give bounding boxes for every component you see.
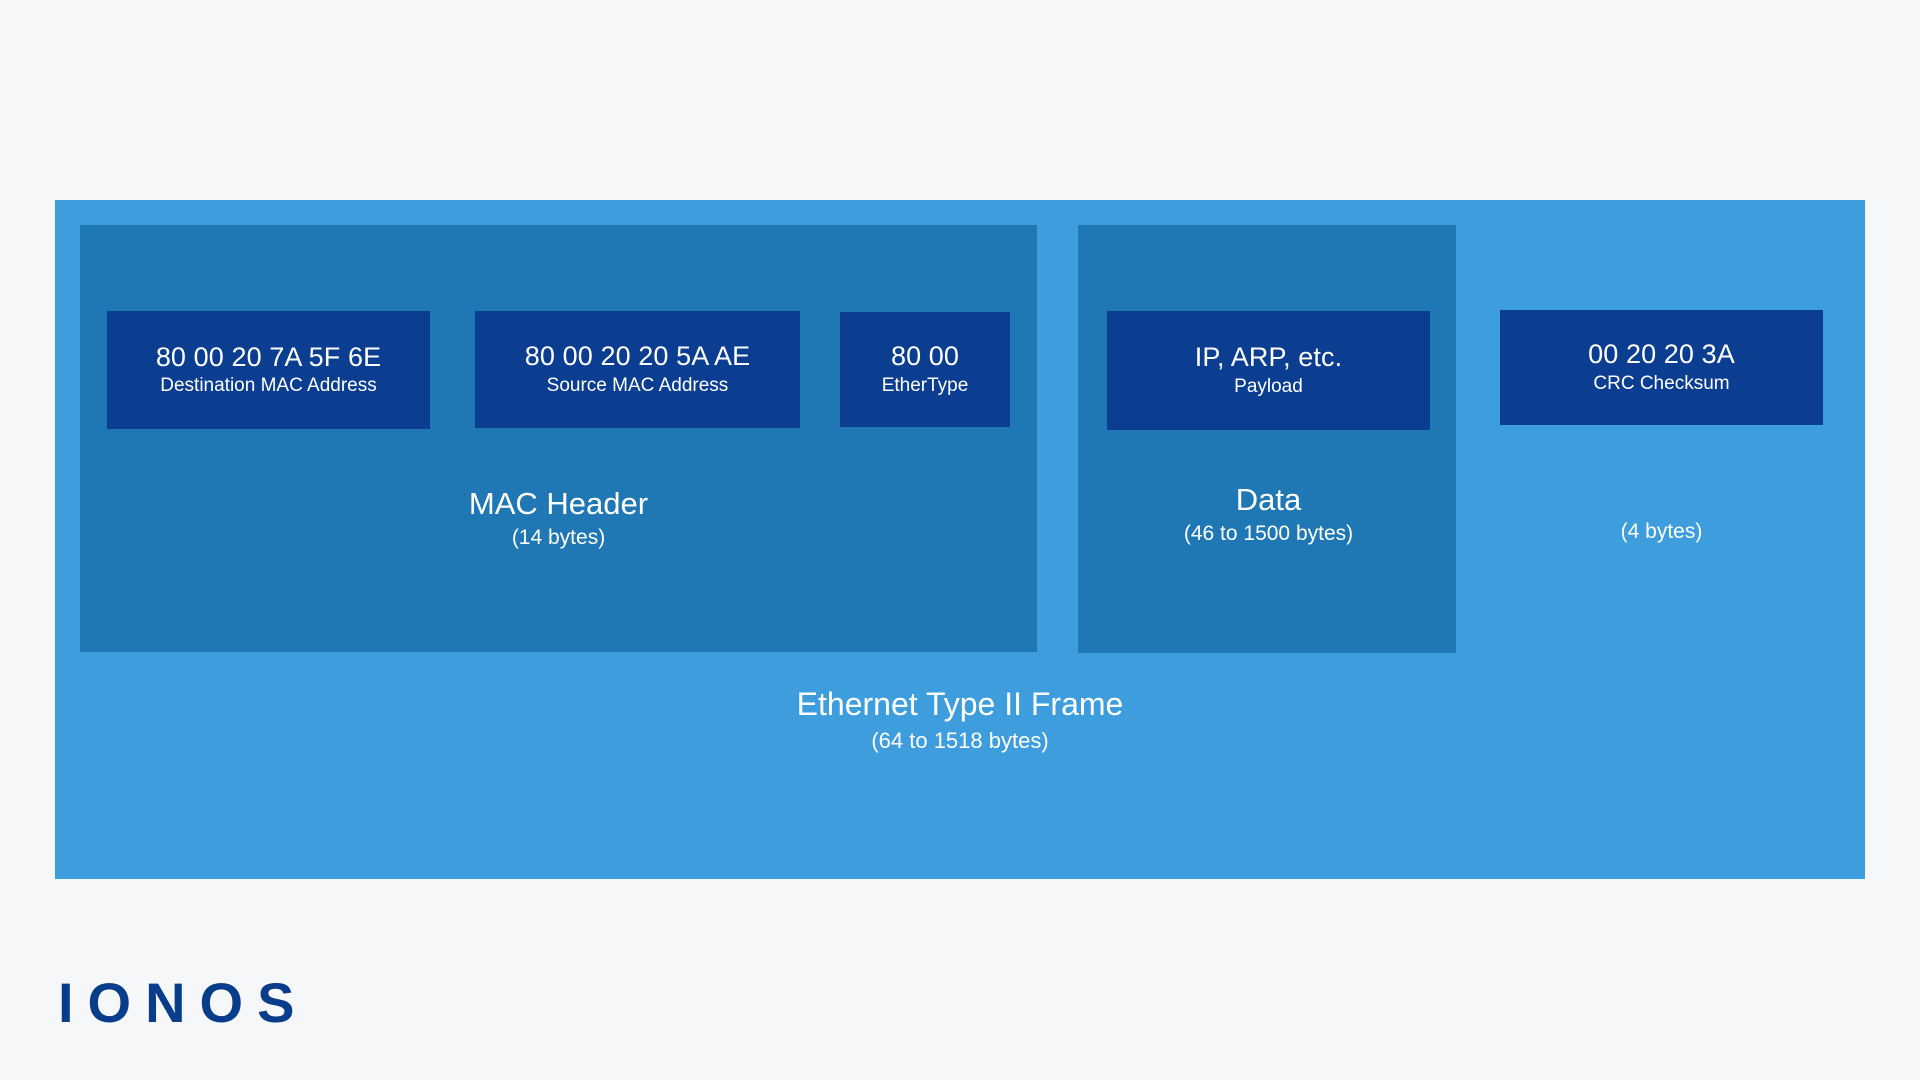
field-source-mac-value: 80 00 20 20 5A AE xyxy=(524,341,751,372)
caption-ethernet-frame-size: (64 to 1518 bytes) xyxy=(871,728,1049,754)
field-source-mac: 80 00 20 20 5A AE Source MAC Address xyxy=(475,311,800,428)
field-payload-value: IP, ARP, etc. xyxy=(1194,342,1343,373)
field-payload: IP, ARP, etc. Payload xyxy=(1107,311,1430,430)
field-ethertype-value: 80 00 xyxy=(890,341,960,372)
caption-crc-size: (4 bytes) xyxy=(1620,520,1703,543)
caption-mac-header-size: (14 bytes) xyxy=(511,526,606,550)
field-source-mac-label: Source MAC Address xyxy=(546,374,729,396)
caption-crc: (4 bytes) xyxy=(1500,519,1823,545)
caption-ethernet-frame-title: Ethernet Type II Frame xyxy=(796,686,1124,722)
caption-data-size: (46 to 1500 bytes) xyxy=(1183,522,1354,546)
section-mac-header xyxy=(80,225,1037,652)
ethernet-frame-container: 80 00 20 7A 5F 6E Destination MAC Addres… xyxy=(55,200,1865,879)
caption-mac-header: MAC Header (14 bytes) xyxy=(107,486,1010,551)
ionos-logo: IONOS xyxy=(58,971,309,1034)
field-ethertype-label: EtherType xyxy=(881,374,969,396)
field-destination-mac-value: 80 00 20 7A 5F 6E xyxy=(155,341,382,372)
section-data xyxy=(1078,225,1456,653)
field-crc-checksum-value: 00 20 20 3A xyxy=(1588,339,1735,370)
caption-data-title: Data xyxy=(1235,482,1302,517)
field-payload-label: Payload xyxy=(1234,375,1303,397)
field-crc-checksum: 00 20 20 3A CRC Checksum xyxy=(1500,310,1823,425)
section-crc xyxy=(1500,225,1840,653)
field-destination-mac-label: Destination MAC Address xyxy=(160,375,377,397)
caption-data: Data (46 to 1500 bytes) xyxy=(1107,482,1430,547)
field-crc-checksum-label: CRC Checksum xyxy=(1593,372,1730,394)
caption-ethernet-frame: Ethernet Type II Frame (64 to 1518 bytes… xyxy=(55,686,1865,755)
field-destination-mac: 80 00 20 7A 5F 6E Destination MAC Addres… xyxy=(107,311,430,429)
caption-mac-header-title: MAC Header xyxy=(468,486,649,521)
field-ethertype: 80 00 EtherType xyxy=(840,312,1010,427)
